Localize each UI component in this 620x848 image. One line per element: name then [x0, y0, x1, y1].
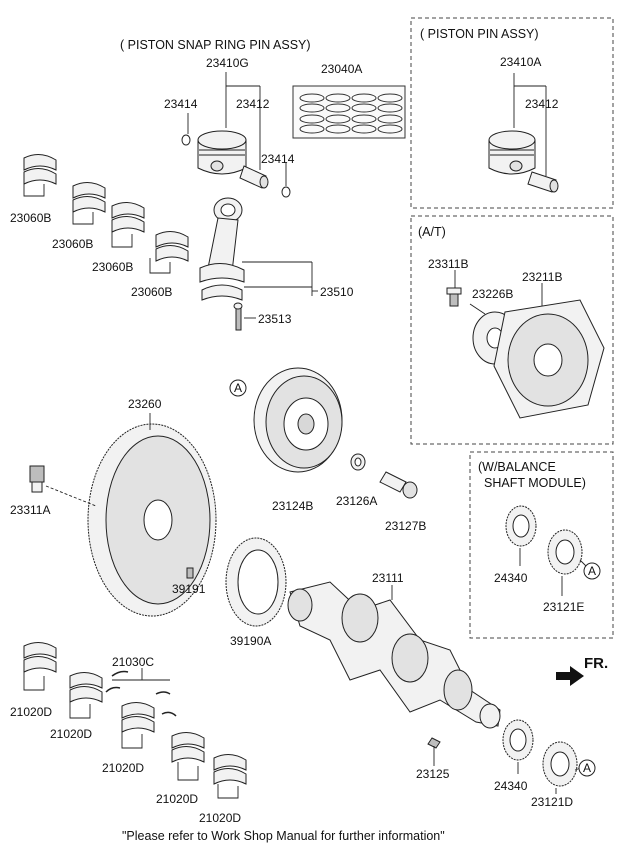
label-23226B: 23226B — [472, 287, 513, 301]
crankshaft-drawing — [287, 581, 501, 749]
label-23311A: 23311A — [10, 503, 50, 517]
label-21030C: 21030C — [112, 655, 154, 669]
label-23410G: 23410G — [206, 56, 249, 70]
connecting-rod-drawing — [199, 197, 245, 331]
label-23040A: 23040A — [321, 62, 362, 76]
label-23510: 23510 — [320, 285, 354, 299]
ref-label-a-3: A — [583, 761, 591, 775]
ref-label-a-2: A — [588, 564, 596, 578]
label-23513: 23513 — [258, 312, 292, 326]
label-39191: 39191 — [172, 582, 206, 596]
balance-shaft-box — [469, 451, 614, 639]
label-23127B: 23127B — [385, 519, 426, 533]
label-23410A: 23410A — [500, 55, 541, 69]
label-23121D: 23121D — [531, 795, 573, 809]
label-24340-b: 24340 — [494, 779, 528, 793]
balance-gears-upper-drawing — [505, 505, 583, 575]
label-23125: 23125 — [416, 767, 450, 781]
label-23060B-1: 23060B — [10, 211, 51, 225]
label-21020D-1: 21020D — [10, 705, 52, 719]
front-direction-arrow-icon — [556, 666, 584, 686]
label-23124B: 23124B — [272, 499, 313, 513]
drive-plate-drawing — [446, 287, 605, 419]
ref-circle-a-3 — [578, 759, 596, 777]
front-direction-label: FR. — [584, 655, 608, 672]
reluctor-ring-drawing — [186, 537, 287, 627]
group-title-piston-snap-ring: ( PISTON SNAP RING PIN ASSY) — [120, 38, 311, 52]
group-title-balance-2: SHAFT MODULE) — [484, 476, 586, 490]
crank-pulley-drawing — [253, 367, 418, 499]
group-title-piston-pin: ( PISTON PIN ASSY) — [420, 27, 539, 41]
footer-note: "Please refer to Work Shop Manual for fu… — [122, 829, 445, 843]
label-23121E: 23121E — [543, 600, 584, 614]
label-23412-a: 23412 — [236, 97, 270, 111]
bearing-23060B-drawings — [23, 154, 189, 262]
label-23311B: 23311B — [428, 257, 468, 271]
label-23414-a: 23414 — [164, 97, 198, 111]
balance-gears-lower-drawing — [502, 719, 578, 787]
piston-pin-assy-box — [410, 17, 614, 209]
label-21020D-3: 21020D — [102, 761, 144, 775]
label-23260: 23260 — [128, 397, 162, 411]
label-39190A: 39190A — [230, 634, 271, 648]
label-24340-a: 24340 — [494, 571, 528, 585]
label-23060B-3: 23060B — [92, 260, 133, 274]
label-23060B-2: 23060B — [52, 237, 93, 251]
piston-drawing-right — [488, 130, 559, 193]
piston-drawing-left — [181, 130, 291, 198]
label-23211B: 23211B — [522, 270, 562, 284]
label-23414-b: 23414 — [261, 152, 295, 166]
label-21020D-4: 21020D — [156, 792, 198, 806]
group-title-at: (A/T) — [418, 225, 446, 239]
label-23060B-4: 23060B — [131, 285, 172, 299]
ref-circle-a-1 — [229, 379, 247, 397]
flywheel-drawing — [29, 423, 217, 617]
ref-circle-a-2 — [583, 562, 601, 580]
group-title-balance-1: (W/BALANCE — [478, 460, 556, 474]
label-23412-b: 23412 — [525, 97, 559, 111]
piston-ring-set-drawing — [292, 85, 406, 139]
label-21020D-5: 21020D — [199, 811, 241, 825]
main-bearing-drawings — [23, 642, 247, 785]
label-21020D-2: 21020D — [50, 727, 92, 741]
ref-label-a-1: A — [234, 381, 242, 395]
label-23126A: 23126A — [336, 494, 377, 508]
label-23111: 23111 — [372, 571, 404, 585]
at-box — [410, 215, 614, 445]
